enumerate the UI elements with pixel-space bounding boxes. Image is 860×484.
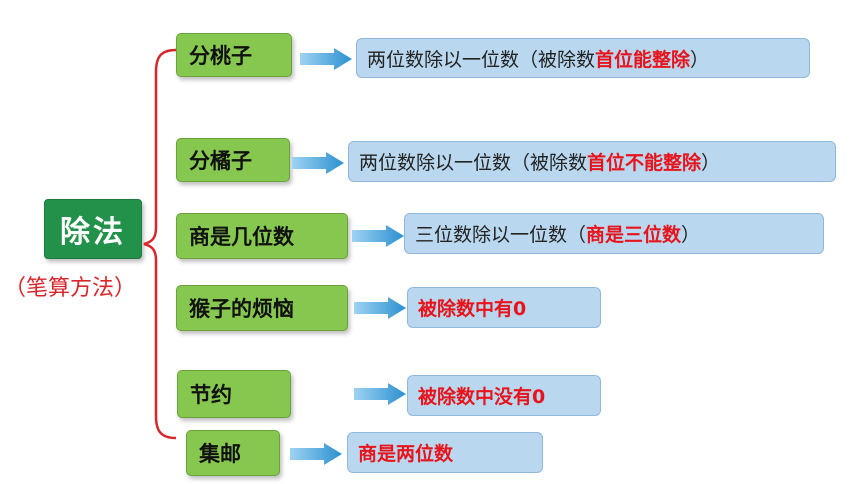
- arrow-icon: [290, 443, 342, 465]
- branch-description-5: 被除数中没有0: [407, 375, 601, 416]
- desc-tail: ）: [681, 224, 701, 246]
- desc-tail: ）: [690, 48, 710, 71]
- arrow-icon: [292, 152, 344, 174]
- branch-node-1: 分桃子: [176, 33, 292, 77]
- desc-highlight: 被除数中有0: [418, 298, 527, 320]
- arrow-icon: [300, 48, 352, 70]
- desc-plain: 两位数除以一位数（被除数: [359, 152, 588, 174]
- arrow-icon: [354, 297, 406, 319]
- branch-description-2: 两位数除以一位数（被除数首位不能整除）: [348, 141, 836, 182]
- branch-label: 商是几位数: [189, 225, 294, 249]
- branch-label: 节约: [190, 383, 232, 407]
- root-node: 除法: [44, 199, 142, 259]
- branch-description-4: 被除数中有0: [407, 287, 601, 328]
- branch-node-5: 节约: [177, 370, 291, 418]
- left-brace: [143, 48, 177, 440]
- branch-label: 分橘子: [189, 149, 252, 173]
- branch-label: 集邮: [199, 442, 241, 466]
- branch-label: 分桃子: [189, 44, 252, 68]
- branch-node-2: 分橘子: [176, 138, 290, 182]
- branch-node-4: 猴子的烦恼: [176, 285, 348, 331]
- desc-highlight: 首位不能整除: [587, 152, 702, 174]
- root-title: 除法: [60, 215, 126, 250]
- branch-description-3: 三位数除以一位数（商是三位数）: [404, 213, 824, 254]
- branch-description-6: 商是两位数: [347, 432, 543, 473]
- branch-node-6: 集邮: [186, 430, 280, 476]
- desc-highlight: 商是两位数: [358, 443, 454, 465]
- desc-highlight: 被除数中没有0: [418, 386, 546, 408]
- desc-plain: 两位数除以一位数（被除数: [367, 48, 596, 71]
- root-subtitle: （笔算方法）: [4, 276, 137, 301]
- desc-highlight: 商是三位数: [586, 224, 682, 246]
- arrow-icon: [354, 383, 406, 405]
- branch-label: 猴子的烦恼: [189, 297, 294, 321]
- branch-node-3: 商是几位数: [176, 213, 348, 259]
- desc-tail: ）: [701, 152, 721, 174]
- desc-highlight: 首位能整除: [595, 48, 691, 71]
- arrow-icon: [352, 225, 404, 247]
- branch-description-1: 两位数除以一位数（被除数首位能整除）: [356, 38, 810, 78]
- desc-plain: 三位数除以一位数（: [415, 224, 587, 246]
